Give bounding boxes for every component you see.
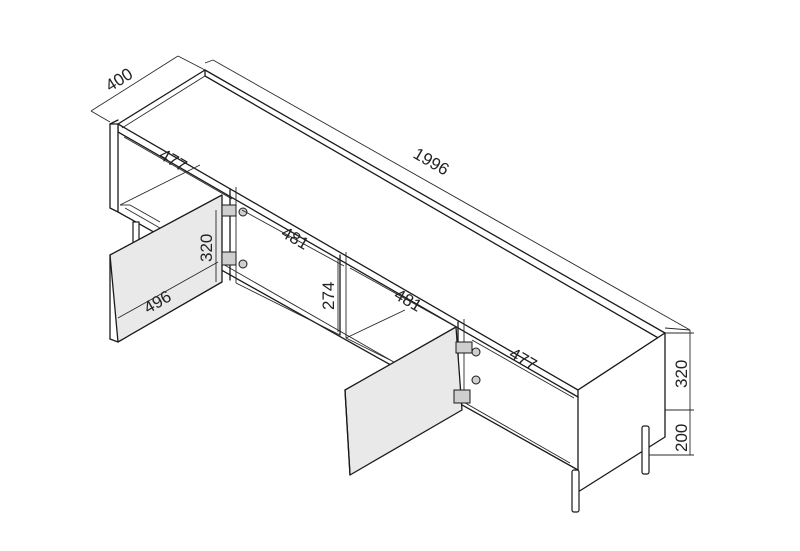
left-door <box>109 194 223 343</box>
leg-back-right <box>641 425 650 475</box>
hinge-icon <box>455 341 481 357</box>
leg-front-right <box>571 469 580 513</box>
door-height-label: 320 <box>197 234 216 262</box>
doors <box>109 194 463 476</box>
body-height-label: 320 <box>672 360 691 388</box>
hinges <box>221 204 481 404</box>
leg-height-label: 200 <box>672 424 691 452</box>
inner-height-label: 274 <box>319 282 338 310</box>
right-side-panel <box>577 332 666 493</box>
bottom-shelf-back <box>119 164 201 206</box>
dimension-lines <box>90 55 694 456</box>
hinge-icon <box>221 204 248 217</box>
hinge-icon <box>453 375 481 404</box>
hinge-icon <box>221 251 248 269</box>
cabinet-body <box>109 69 666 493</box>
left-side-panel <box>109 123 119 213</box>
width-label: 1996 <box>410 144 452 179</box>
depth-label: 400 <box>102 64 136 95</box>
